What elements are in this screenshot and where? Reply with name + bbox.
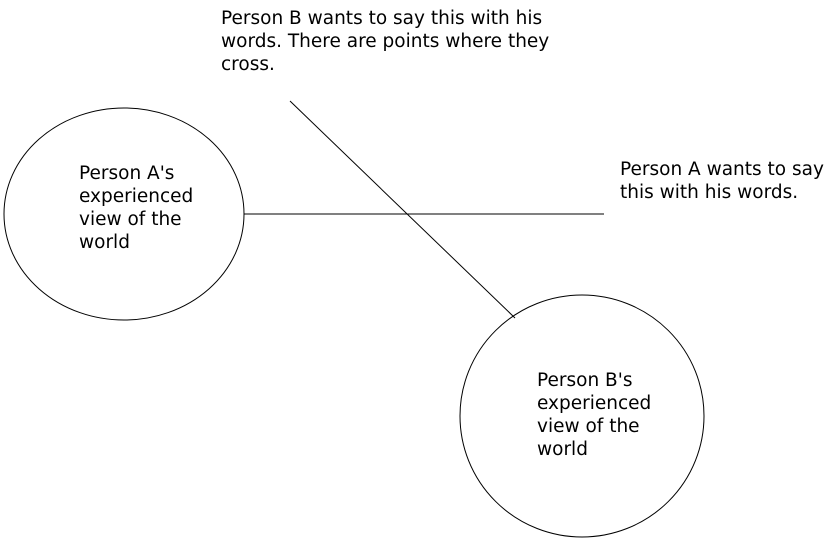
person-b-view-circle bbox=[459, 294, 705, 538]
person-a-view-label: Person A's experienced view of the world bbox=[79, 163, 194, 253]
person-b-says-label: Person B wants to say this with his word… bbox=[221, 8, 550, 75]
person-b-view-label: Person B's experienced view of the world bbox=[537, 370, 652, 460]
person-a-says-label: Person A wants to say this with his word… bbox=[620, 159, 824, 203]
person-b-words-line bbox=[289, 100, 516, 319]
